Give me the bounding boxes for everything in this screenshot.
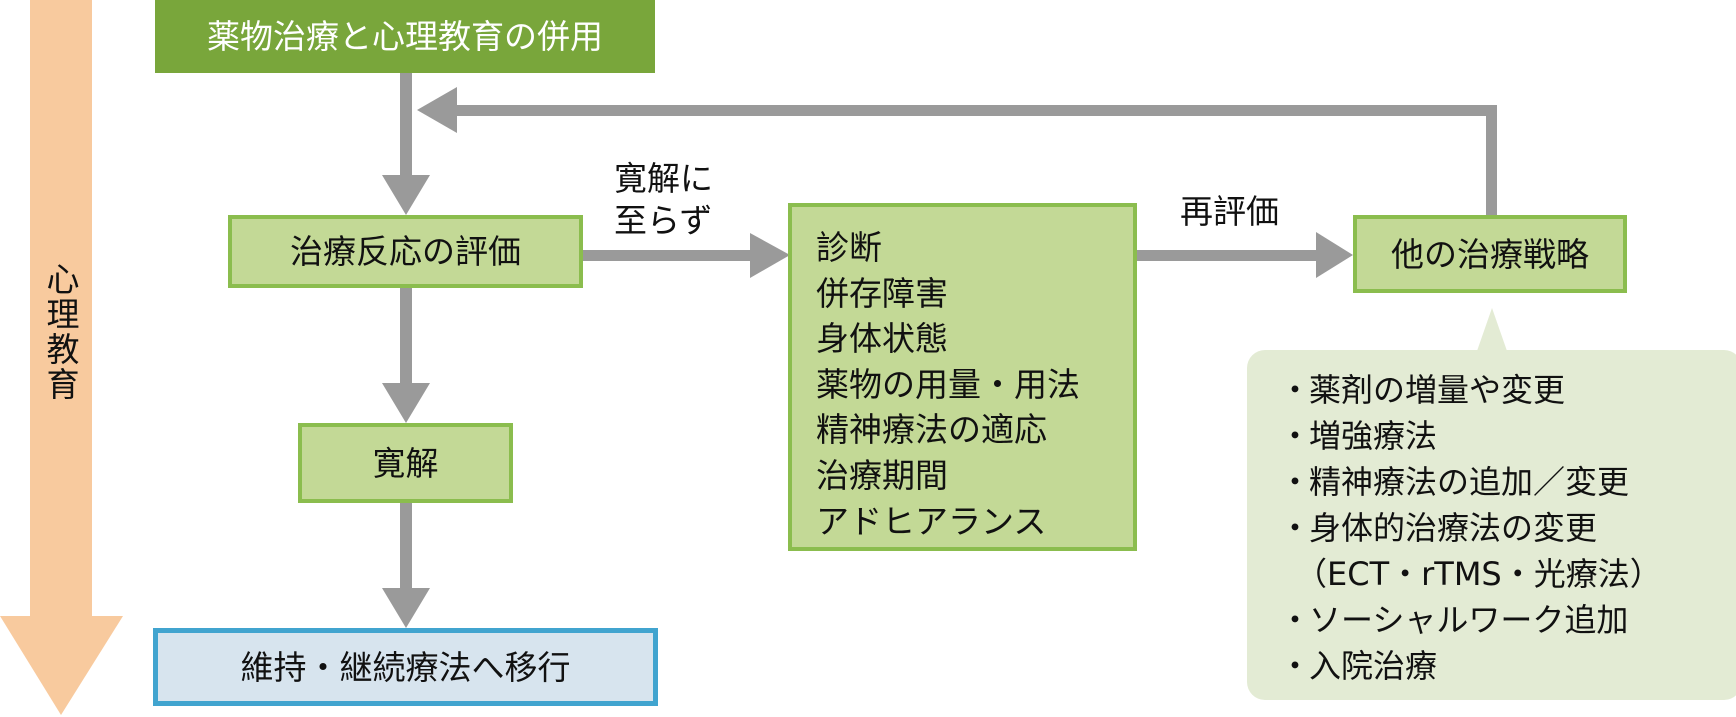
arrow-evaluation-to-remission bbox=[382, 288, 430, 423]
strategy-item: ・ ソーシャルワーク追加 bbox=[1279, 597, 1736, 643]
strategy-item-text: （ECT・rTMS・光療法） bbox=[1295, 555, 1662, 593]
node-remission-label: 寛解 bbox=[372, 443, 439, 483]
bullet-icon: ・ bbox=[1279, 509, 1312, 547]
strategy-item: ・ 入院治療 bbox=[1279, 643, 1736, 689]
node-other-strategies: 他の治療戦略 bbox=[1353, 215, 1627, 293]
node-evaluation-label: 治療反応の評価 bbox=[290, 232, 521, 271]
title-text: 薬物治療と心理教育の併用 bbox=[207, 17, 603, 56]
title-box: 薬物治療と心理教育の併用 bbox=[155, 0, 655, 73]
factor-item: 薬物の用量・用法 bbox=[816, 364, 1080, 404]
arrow-remission-to-maintenance bbox=[382, 503, 430, 628]
node-factors: 診断 併存障害 身体状態 薬物の用量・用法 精神療法の適応 治療期間 アドヒアラ… bbox=[788, 203, 1137, 551]
factor-item: 診断 bbox=[816, 228, 882, 267]
strategy-item: ・ 増強療法 bbox=[1279, 413, 1736, 459]
strategy-item: ・ 身体的治療法の変更 bbox=[1279, 505, 1736, 551]
strategy-item-text: ソーシャルワーク追加 bbox=[1309, 601, 1629, 639]
arrow-strategies-loop-back bbox=[417, 87, 1497, 215]
strategies-list: ・ 薬剤の増量や変更 ・ 増強療法 ・ 精神療法の追加／変更 ・ 身体的治療法の… bbox=[1279, 367, 1736, 689]
factor-item: 精神療法の適応 bbox=[816, 410, 1047, 450]
strategy-item-text: 入院治療 bbox=[1309, 647, 1438, 685]
callout-pointer bbox=[1477, 308, 1507, 351]
node-maintenance-label: 維持・継続療法へ移行 bbox=[240, 647, 571, 687]
edge-label-no-remission-line2: 至らず bbox=[614, 201, 713, 240]
psychoeducation-label: 心理教育 bbox=[41, 262, 80, 402]
strategies-callout: ・ 薬剤の増量や変更 ・ 増強療法 ・ 精神療法の追加／変更 ・ 身体的治療法の… bbox=[1247, 350, 1736, 700]
strategy-item: ・ 精神療法の追加／変更 bbox=[1279, 459, 1736, 505]
bullet-icon: ・ bbox=[1279, 647, 1312, 685]
factor-list: 診断 併存障害 身体状態 薬物の用量・用法 精神療法の適応 治療期間 アドヒアラ… bbox=[816, 225, 1133, 544]
factor-item: 身体状態 bbox=[816, 319, 948, 359]
strategy-item-text: 身体的治療法の変更 bbox=[1309, 509, 1598, 547]
edge-label-no-remission: 寛解に 至らず bbox=[614, 158, 713, 242]
strategy-item-text: 増強療法 bbox=[1309, 417, 1438, 455]
node-other-strategies-label: 他の治療戦略 bbox=[1391, 234, 1589, 274]
bullet-icon: ・ bbox=[1279, 417, 1312, 455]
strategy-item-text: 薬剤の増量や変更 bbox=[1309, 371, 1566, 409]
factor-item: 治療期間 bbox=[816, 455, 948, 495]
edge-label-reassess: 再評価 bbox=[1180, 192, 1279, 231]
node-remission: 寛解 bbox=[298, 423, 513, 503]
strategy-item-text: 精神療法の追加／変更 bbox=[1309, 463, 1630, 501]
node-maintenance: 維持・継続療法へ移行 bbox=[153, 628, 658, 706]
factor-item: 併存障害 bbox=[816, 273, 948, 313]
psychoeducation-arrow-head bbox=[0, 616, 123, 715]
node-evaluation: 治療反応の評価 bbox=[228, 215, 583, 288]
bullet-icon: ・ bbox=[1279, 601, 1312, 639]
edge-label-no-remission-line1: 寛解に bbox=[614, 159, 713, 198]
arrow-factors-to-strategies bbox=[1137, 232, 1353, 278]
strategy-item-continuation: （ECT・rTMS・光療法） bbox=[1279, 551, 1736, 597]
factor-item: アドヒアランス bbox=[816, 501, 1047, 541]
strategy-item: ・ 薬剤の増量や変更 bbox=[1279, 367, 1736, 413]
arrow-title-to-evaluation bbox=[382, 72, 430, 215]
bullet-icon: ・ bbox=[1279, 371, 1312, 409]
bullet-icon: ・ bbox=[1279, 463, 1312, 501]
